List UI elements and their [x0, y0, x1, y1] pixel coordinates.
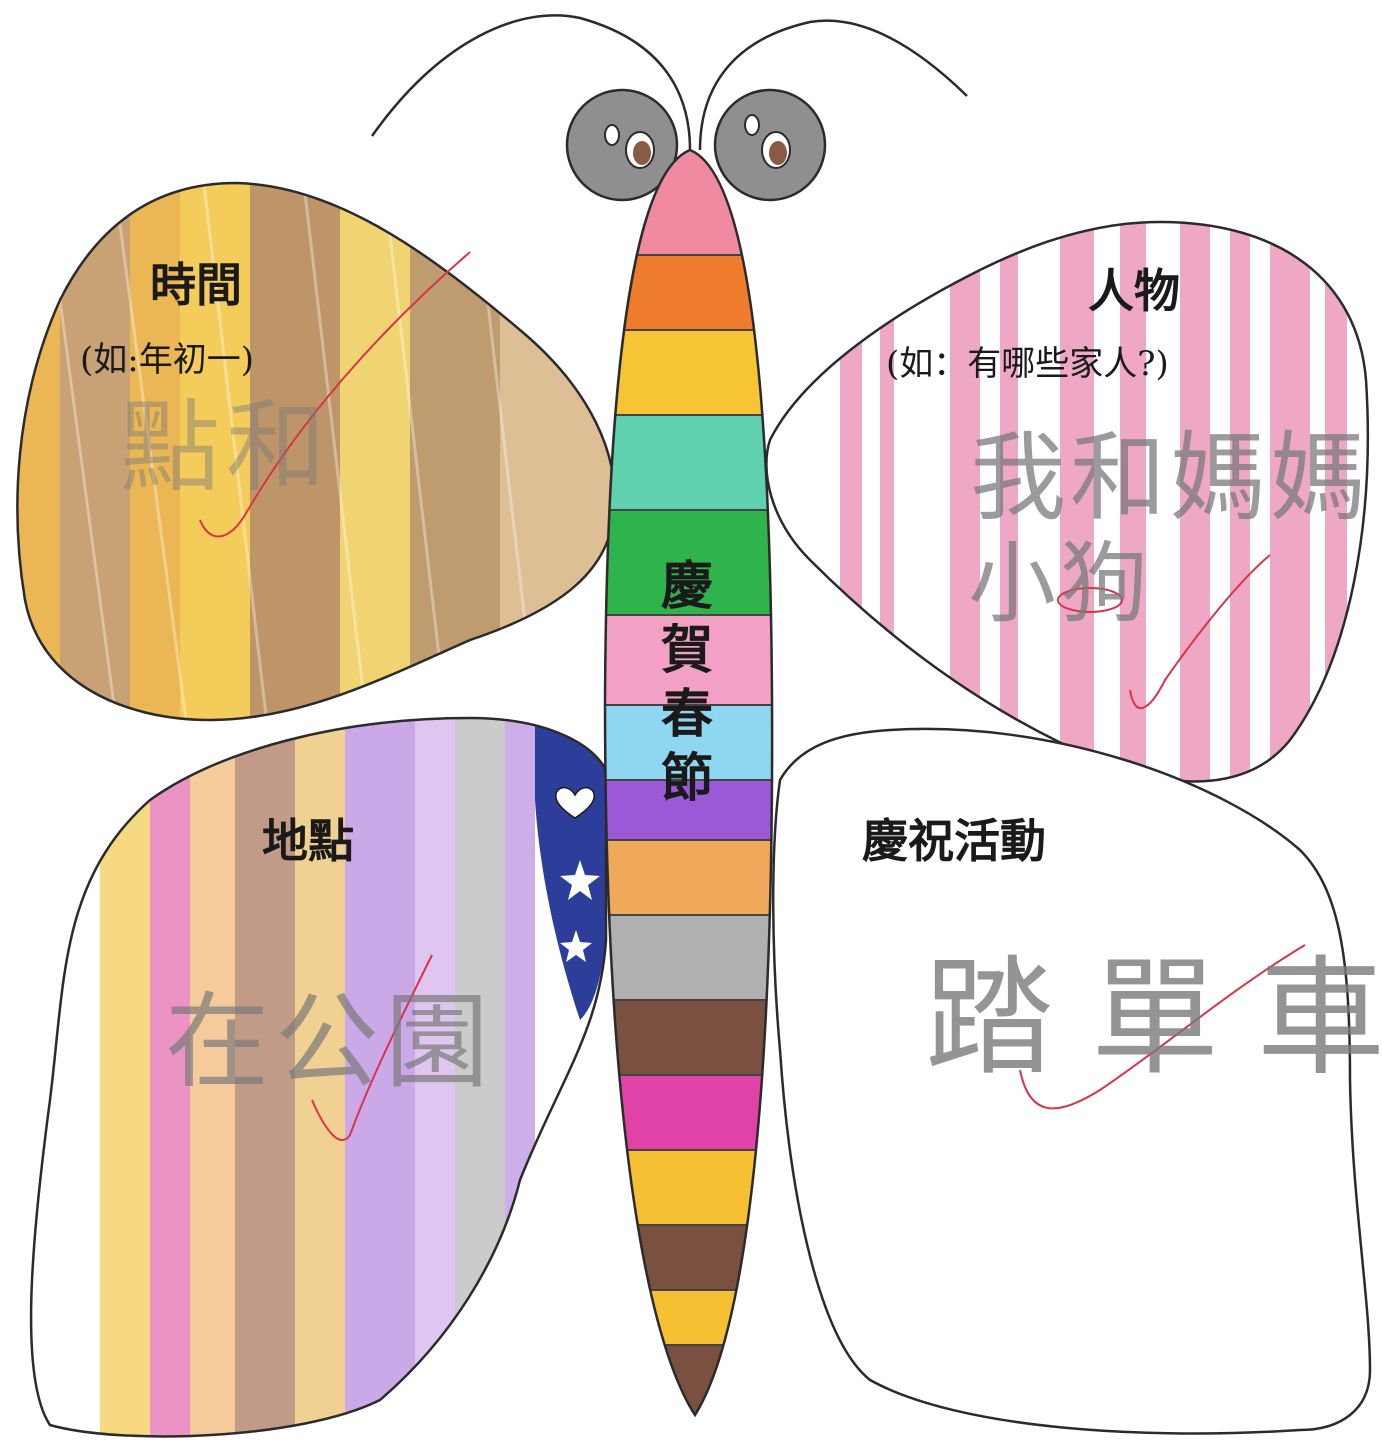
time-label: 時間 — [150, 258, 242, 312]
people-label: 人物 — [1088, 264, 1180, 318]
check-mark-icon — [199, 251, 471, 538]
star-icon — [560, 930, 592, 962]
antenna-icon — [370, 14, 692, 151]
star-icon — [560, 860, 600, 900]
time-hint: (如:年初一) — [80, 340, 254, 380]
check-mark-icon — [1019, 944, 1306, 1110]
place-answer: 在公園 — [165, 981, 496, 1103]
activity-answer: 踏單車 — [925, 944, 1382, 1093]
people-answer-line2: 小狗 — [968, 532, 1153, 635]
antenna-icon — [698, 19, 968, 151]
body-title: 慶賀春節 — [660, 556, 713, 809]
eye-icon — [565, 88, 679, 202]
check-mark-icon — [1129, 554, 1271, 710]
place-label: 地點 — [262, 814, 354, 868]
activity-label: 慶祝活動 — [862, 814, 1046, 868]
check-mark-icon — [311, 954, 433, 1142]
butterfly-body — [603, 148, 774, 1418]
time-answer: 點和 — [120, 389, 332, 506]
people-hint: (如：有哪些家人?) — [886, 344, 1169, 384]
heart-icon — [555, 787, 595, 819]
people-answer-line1: 我和媽媽 — [970, 422, 1370, 534]
